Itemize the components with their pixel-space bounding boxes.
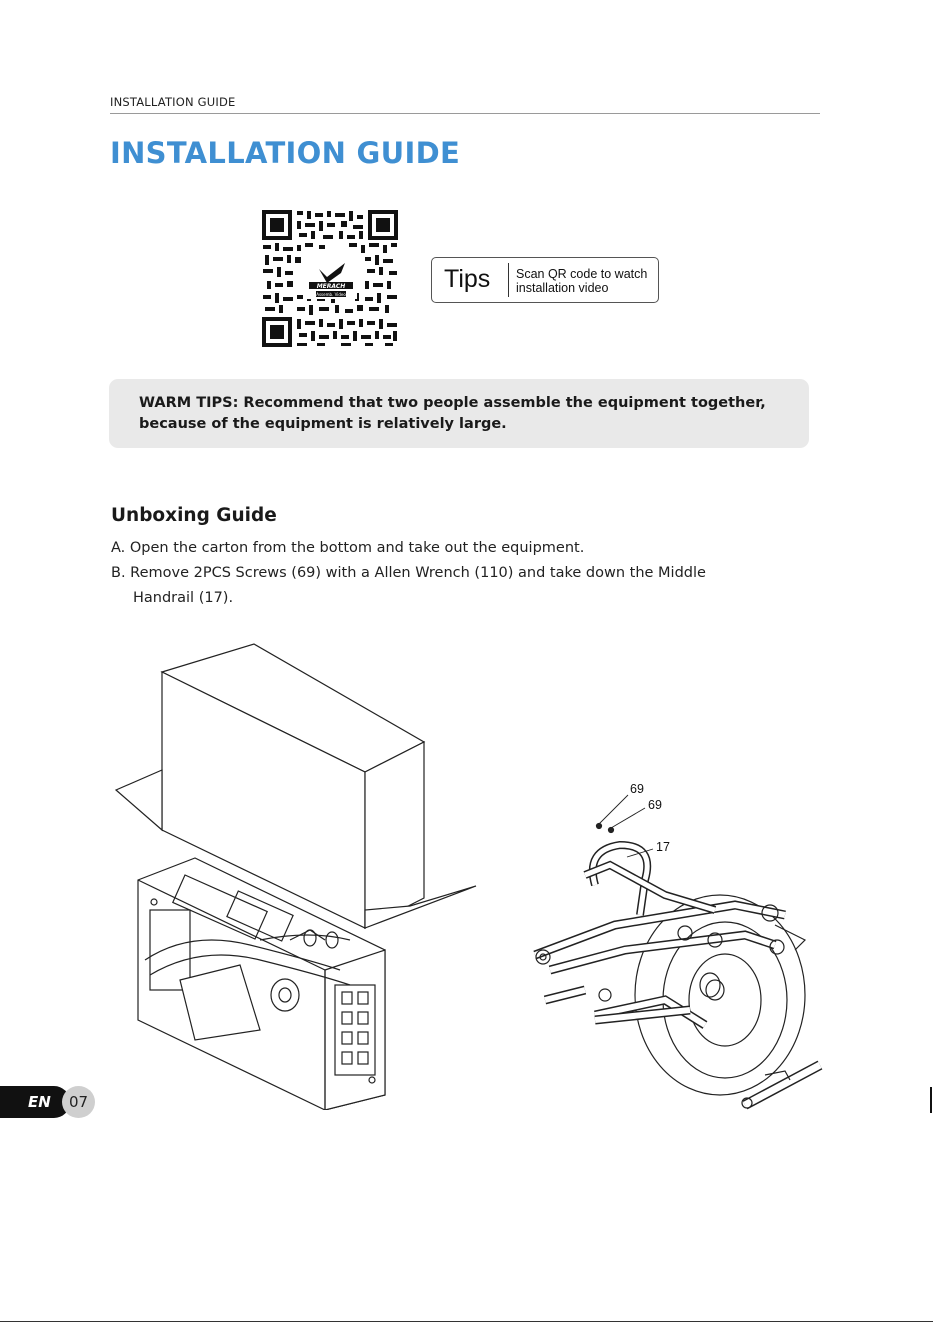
qr-brand: MERACH	[317, 283, 346, 290]
qr-caption: Assemb. Video	[316, 292, 346, 297]
screw-69-b	[607, 826, 615, 834]
tips-divider	[508, 263, 509, 297]
flywheel-housing	[634, 894, 806, 1096]
warm-tips-text: WARM TIPS: Recommend that two people ass…	[139, 395, 766, 432]
step-a: A. Open the carton from the bottom and t…	[111, 540, 585, 556]
callout-69-b: 69	[648, 798, 662, 812]
merach-logo-icon	[319, 263, 345, 283]
page-number: 07	[62, 1086, 95, 1118]
tips-box: Tips Scan QR code to watch installation …	[431, 257, 659, 303]
running-header: INSTALLATION GUIDE	[110, 95, 236, 109]
step-b-line2: Handrail (17).	[133, 590, 234, 606]
edge-mark	[930, 1087, 932, 1113]
unboxing-heading: Unboxing Guide	[111, 505, 277, 526]
warm-tips-box: WARM TIPS: Recommend that two people ass…	[109, 379, 809, 448]
screw-69-a	[595, 822, 603, 830]
unboxing-carton-illustration	[114, 643, 477, 1110]
tips-text: Scan QR code to watch installation video	[516, 267, 648, 295]
step-b-line1: B. Remove 2PCS Screws (69) with a Allen …	[111, 565, 706, 581]
packed-equipment	[137, 857, 386, 1110]
callout-69-a: 69	[630, 782, 644, 796]
carton-box	[114, 643, 477, 929]
header-rule	[110, 113, 820, 114]
elliptical-illustration	[533, 794, 823, 1110]
language-label: EN	[28, 1093, 51, 1111]
language-tab	[0, 1086, 70, 1118]
bottom-rule	[0, 1321, 933, 1322]
page-title: INSTALLATION GUIDE	[110, 136, 461, 170]
callout-17: 17	[656, 840, 670, 854]
tips-label: Tips	[444, 265, 491, 293]
qr-code[interactable]: MERACH Assemb. Video	[261, 209, 399, 348]
step-b: B. Remove 2PCS Screws (69) with a Allen …	[111, 561, 791, 611]
